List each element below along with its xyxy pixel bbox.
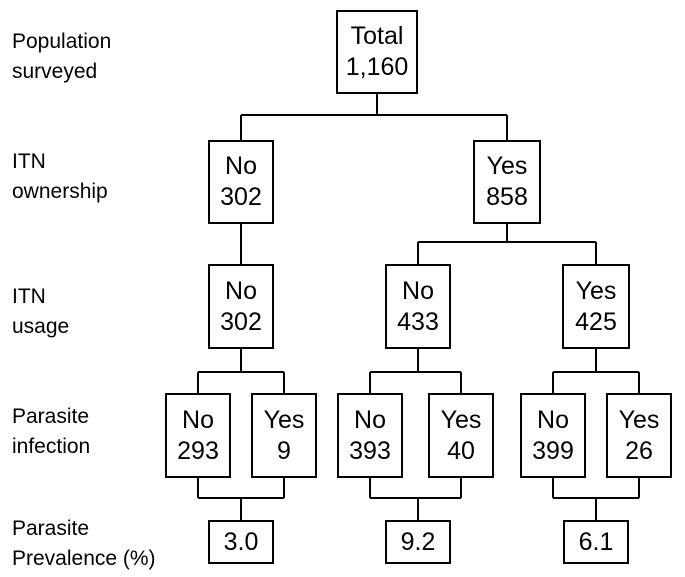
row-label-usage-line1: ITN xyxy=(12,285,46,308)
row-label-usage-line2: usage xyxy=(12,315,70,338)
node-infection-g1-no: No 293 xyxy=(165,393,231,478)
node-infection-g3-no: No 399 xyxy=(520,393,586,478)
node-total: Total 1,160 xyxy=(336,10,418,94)
row-label-population: Population surveyed xyxy=(12,27,111,87)
node-ownership-yes-value: 858 xyxy=(486,183,528,211)
node-usage-owner-no-label: No xyxy=(402,276,434,305)
node-ownership-no-value: 302 xyxy=(220,183,262,211)
node-infection-g1-yes-value: 9 xyxy=(277,436,291,465)
connector-lines xyxy=(197,93,640,521)
node-usage-no-owner-value: 302 xyxy=(220,307,262,336)
node-usage-no-owner: No 302 xyxy=(208,264,274,349)
row-label-ownership-line2: ownership xyxy=(12,180,108,203)
node-usage-no-owner-label: No xyxy=(225,276,257,305)
row-label-population-line1: Population xyxy=(12,30,112,53)
node-usage-owner-yes: Yes 425 xyxy=(562,264,630,349)
row-label-infection-line1: Parasite xyxy=(12,405,90,428)
node-infection-g2-yes-value: 40 xyxy=(447,436,475,465)
node-infection-g3-yes-label: Yes xyxy=(618,405,660,434)
node-total-label: Total xyxy=(350,22,404,50)
row-label-ownership-line1: ITN xyxy=(12,150,46,173)
row-label-prevalence-line2: Prevalence (%) xyxy=(12,547,156,570)
node-ownership-yes: Yes 858 xyxy=(473,140,541,224)
row-label-prevalence-line1: Parasite xyxy=(12,517,90,540)
node-infection-g1-yes: Yes 9 xyxy=(251,393,317,478)
node-infection-g2-no-label: No xyxy=(354,405,386,434)
node-ownership-no-label: No xyxy=(225,152,257,180)
node-infection-g2-no-value: 393 xyxy=(349,436,391,465)
row-label-population-line2: surveyed xyxy=(12,60,98,83)
node-total-value: 1,160 xyxy=(345,53,409,81)
node-infection-g3-no-label: No xyxy=(537,405,569,434)
node-usage-owner-no: No 433 xyxy=(385,264,451,349)
row-label-prevalence: Parasite Prevalence (%) xyxy=(12,514,156,574)
node-infection-g3-yes-value: 26 xyxy=(625,436,653,465)
node-usage-owner-yes-label: Yes xyxy=(575,276,617,305)
node-infection-g2-no: No 393 xyxy=(337,393,403,478)
prevalence-g3: 6.1 xyxy=(563,520,629,564)
node-usage-owner-no-value: 433 xyxy=(397,307,439,336)
node-infection-g1-yes-label: Yes xyxy=(263,405,305,434)
row-label-usage: ITN usage xyxy=(12,282,69,342)
node-infection-g3-yes: Yes 26 xyxy=(606,393,672,478)
node-infection-g2-yes: Yes 40 xyxy=(428,393,494,478)
row-label-infection: Parasite infection xyxy=(12,402,90,462)
node-infection-g2-yes-label: Yes xyxy=(440,405,482,434)
prevalence-g1: 3.0 xyxy=(208,520,274,564)
node-ownership-yes-label: Yes xyxy=(486,152,528,180)
row-label-ownership: ITN ownership xyxy=(12,147,108,207)
prevalence-g2: 9.2 xyxy=(385,520,451,564)
row-label-infection-line2: infection xyxy=(12,435,91,458)
node-usage-owner-yes-value: 425 xyxy=(575,307,617,336)
node-ownership-no: No 302 xyxy=(208,140,274,224)
node-infection-g1-no-label: No xyxy=(182,405,214,434)
node-infection-g1-no-value: 293 xyxy=(177,436,219,465)
node-infection-g3-no-value: 399 xyxy=(532,436,574,465)
